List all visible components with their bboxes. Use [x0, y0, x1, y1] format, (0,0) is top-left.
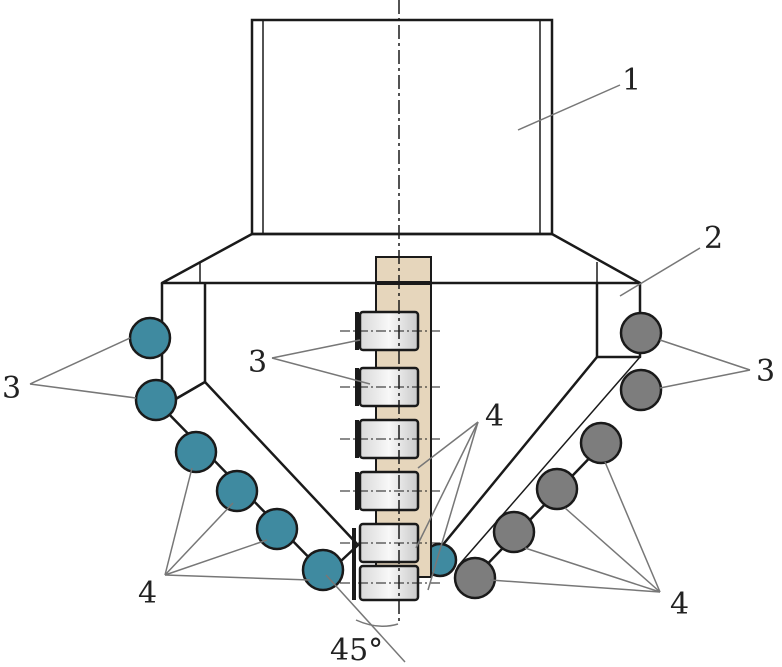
label-part-4-center: 4	[485, 399, 504, 434]
cutter-gray-2	[619, 368, 663, 412]
label-part-3-center: 3	[248, 345, 267, 380]
label-part-3-right: 3	[756, 354, 775, 389]
label-angle: 45°	[330, 633, 383, 667]
label-part-1: 1	[622, 63, 641, 98]
label-part-4-left: 4	[138, 576, 157, 611]
cutter-teal-4	[215, 469, 259, 513]
cutter-teal-3	[174, 430, 218, 474]
label-part-4-right: 4	[670, 587, 689, 622]
shank-body	[250, 18, 554, 236]
leader-lines	[29, 84, 751, 593]
center-bar	[340, 256, 440, 602]
cutter-teal-5	[255, 507, 299, 551]
label-part-2: 2	[704, 221, 723, 256]
cutter-gray-1	[619, 311, 663, 355]
right-cutters	[453, 311, 663, 600]
cutter-teal-1	[128, 316, 172, 360]
cutter-gray-3	[579, 421, 623, 465]
cutter-teal-2	[134, 378, 178, 422]
cutter-gray-4	[535, 467, 579, 511]
label-part-3-left: 3	[2, 371, 21, 406]
cutter-teal-6	[301, 548, 345, 592]
angle-lines	[325, 574, 406, 663]
cutter-gray-5	[492, 510, 536, 554]
cutter-gray-6	[453, 556, 497, 600]
